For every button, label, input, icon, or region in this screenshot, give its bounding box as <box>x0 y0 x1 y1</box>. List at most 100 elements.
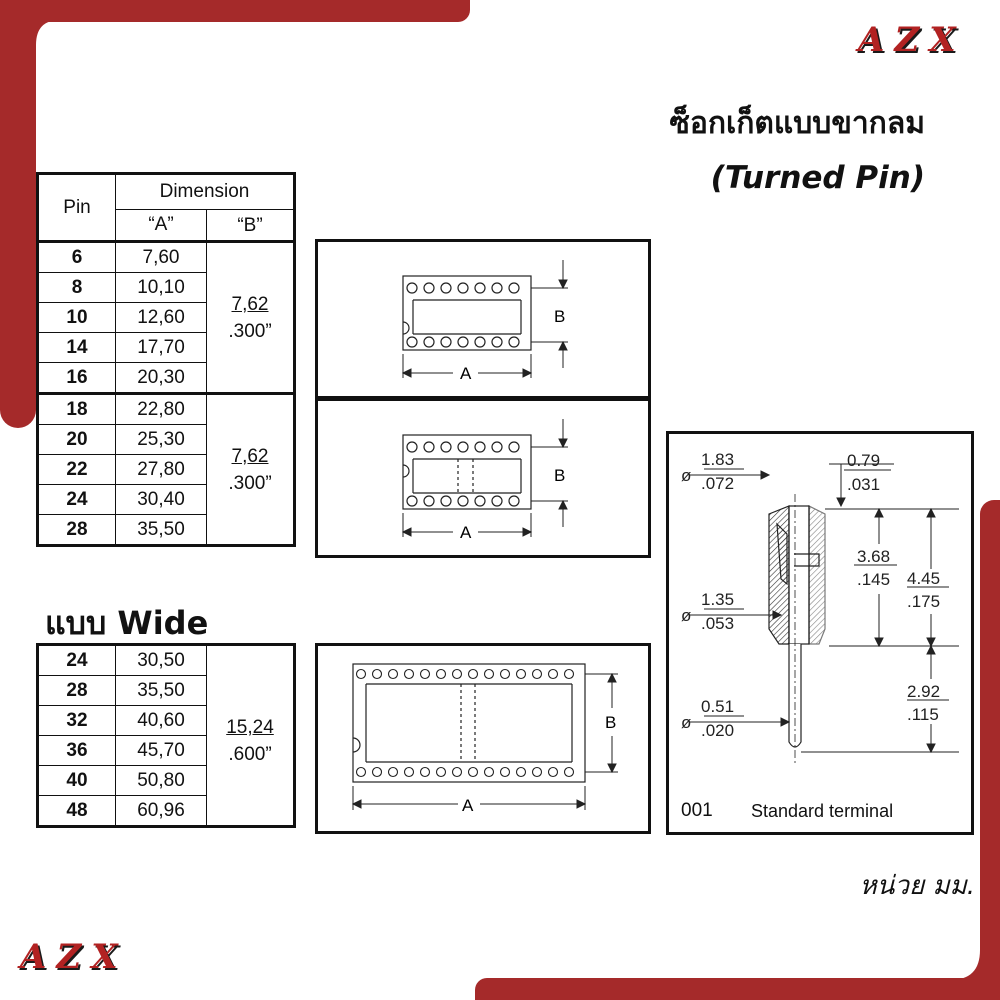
b-value-inch: .300” <box>228 320 272 342</box>
table-cell-a: 7,60 <box>115 240 207 273</box>
pin-row-top <box>406 282 520 294</box>
header-col-b: “B” <box>206 209 295 242</box>
dim-h1-mm: 3.68 <box>857 547 890 566</box>
frame-bottom-corner <box>900 880 1000 1000</box>
table-cell-a: 20,30 <box>115 362 207 394</box>
table-cell-a: 35,50 <box>115 514 207 546</box>
header-dimension: Dimension <box>115 173 295 210</box>
notch <box>402 321 410 335</box>
table-cell-pin: 10 <box>37 302 116 333</box>
table-cell-pin: 32 <box>37 705 116 736</box>
table-cell-pin: 28 <box>37 514 116 546</box>
table-cell-pin: 6 <box>37 240 116 273</box>
b-value-mm: 7,62 <box>231 293 269 315</box>
table-cell-pin: 36 <box>37 735 116 766</box>
socket-diagram-wide: B A <box>315 643 651 834</box>
dim-d1-inch: .072 <box>701 474 734 493</box>
table-cell-pin: 16 <box>37 362 116 394</box>
dim-h3-inch: .115 <box>907 705 939 724</box>
dimension-table-narrow: Pin Dimension “A” “B” 6 7,60 7,62 .300” … <box>36 172 296 547</box>
table-cell-a: 25,30 <box>115 424 207 455</box>
socket-drawing: B A <box>351 663 618 815</box>
socket-diagram-narrow-small: B A <box>315 239 651 399</box>
notch <box>352 737 361 753</box>
logo-top: AZX <box>858 20 966 60</box>
notch <box>402 464 410 478</box>
table-cell-pin: 24 <box>37 644 116 676</box>
table-cell-pin: 20 <box>37 424 116 455</box>
table-cell-pin: 14 <box>37 332 116 363</box>
frame-right-bar <box>980 500 1000 1000</box>
socket-outline <box>402 275 532 351</box>
table-cell-a: 12,60 <box>115 302 207 333</box>
socket-drawing: B A <box>401 419 568 542</box>
table-cell-pin: 22 <box>37 454 116 485</box>
table-cell-a: 27,80 <box>115 454 207 485</box>
b-value-inch: .300” <box>228 472 272 494</box>
dim-h2-mm: 4.45 <box>907 569 940 588</box>
table-cell-a: 40,60 <box>115 705 207 736</box>
table-cell-pin: 28 <box>37 675 116 706</box>
b-value-mm: 7,62 <box>231 445 269 467</box>
dim-d3-mm: 0.51 <box>701 697 734 716</box>
table-cell-a: 45,70 <box>115 735 207 766</box>
table-cell-pin: 18 <box>37 392 116 425</box>
table-cell-pin: 8 <box>37 272 116 303</box>
label-a: A <box>460 364 472 383</box>
pin-row-top <box>406 441 520 453</box>
dim-h1-inch: .145 <box>857 570 890 589</box>
dim-top-inch: .031 <box>847 475 880 494</box>
dim-h2-inch: .175 <box>907 592 940 611</box>
page-title-english: (Turned Pin) <box>710 160 925 196</box>
terminal-code: 001 <box>681 800 713 821</box>
dim-d3-inch: .020 <box>701 721 734 740</box>
table-cell-a: 22,80 <box>115 392 207 425</box>
table-cell-a: 50,80 <box>115 765 207 796</box>
terminal-dimension-lines <box>689 463 959 754</box>
terminal-drawing: ø 1.83 .072 ø 1.35 .053 ø 0.51 .020 0.79… <box>681 450 959 764</box>
socket-outline <box>402 434 532 510</box>
table-cell-a: 30,40 <box>115 484 207 515</box>
table-cell-b-wide: 15,24 .600” <box>206 644 295 827</box>
dimension-lines <box>401 260 568 378</box>
diameter-symbol: ø <box>681 466 691 485</box>
table-cell-pin: 48 <box>37 795 116 827</box>
dimension-lines <box>351 672 618 810</box>
page-title-thai: ซ็อกเก็ตแบบขากลม <box>669 106 925 141</box>
logo-bottom: AZX <box>20 937 128 977</box>
table-cell-a: 17,70 <box>115 332 207 363</box>
socket-drawing: B A <box>401 260 568 383</box>
b-value-mm: 15,24 <box>226 717 274 738</box>
frame-top-corner <box>0 0 120 110</box>
diameter-symbol: ø <box>681 606 691 625</box>
pin-row-top <box>355 668 575 680</box>
table-cell-a: 35,50 <box>115 675 207 706</box>
table-cell-pin: 40 <box>37 765 116 796</box>
label-a: A <box>460 523 472 542</box>
label-b: B <box>605 713 616 732</box>
table-cell-a: 30,50 <box>115 644 207 676</box>
label-a: A <box>462 796 474 815</box>
b-value-inch: .600” <box>228 744 272 765</box>
table-cell-b-group1: 7,62 .300” <box>206 240 295 394</box>
table-cell-b-group2: 7,62 .300” <box>206 392 295 546</box>
dimension-lines <box>401 419 568 537</box>
dim-d2-mm: 1.35 <box>701 590 734 609</box>
dim-top-mm: 0.79 <box>847 451 880 470</box>
socket-diagram-narrow-large: B A <box>315 398 651 558</box>
label-b: B <box>554 307 565 326</box>
dim-h3-mm: 2.92 <box>907 682 940 701</box>
pin-row-bottom <box>406 495 520 507</box>
socket-outline <box>352 663 586 783</box>
table-cell-a: 10,10 <box>115 272 207 303</box>
pin-row-bottom <box>355 766 575 778</box>
terminal-body <box>768 494 826 764</box>
header-pin: Pin <box>37 173 116 242</box>
label-b: B <box>554 466 565 485</box>
table-cell-a: 60,96 <box>115 795 207 827</box>
header-col-a: “A” <box>115 209 207 242</box>
pin-row-bottom <box>406 336 520 348</box>
unit-note: หน่วย มม. <box>859 871 975 901</box>
dim-d1-mm: 1.83 <box>701 450 734 469</box>
